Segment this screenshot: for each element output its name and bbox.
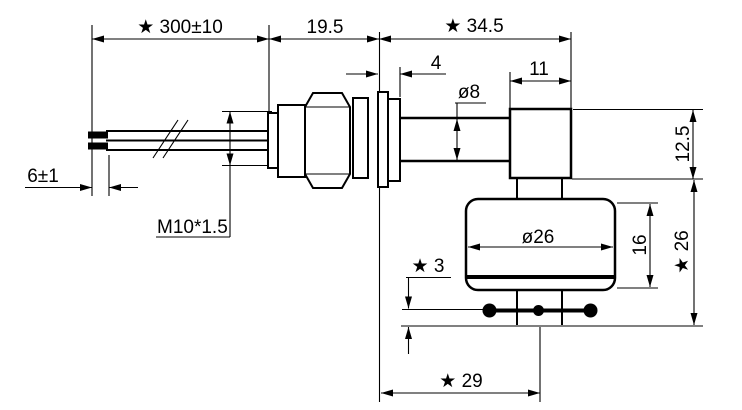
wire-entry-cap	[267, 112, 279, 169]
dim-wire-length: ★ 300±10	[137, 17, 223, 38]
dim-head-width: 11	[529, 59, 549, 80]
float-body	[464, 197, 617, 292]
cable-break-icon	[152, 119, 189, 159]
wire-bare-tips	[88, 131, 108, 150]
lower-stem	[516, 290, 563, 325]
dim-stem-length: ★ 34.5	[444, 16, 503, 37]
mount-flange	[377, 91, 389, 188]
threaded-body	[277, 104, 306, 178]
hex-nut	[304, 92, 351, 189]
dim-float-height: 16	[630, 234, 651, 255]
retaining-pin	[482, 303, 598, 318]
stem-tube	[400, 116, 510, 163]
thread-spec-label: M10*1.5	[157, 217, 228, 238]
dimension-lines	[25, 35, 698, 397]
dim-float-section-height: ★ 26	[672, 230, 693, 273]
dim-gland-length: 19.5	[307, 17, 344, 38]
dim-tube-diameter: ø8	[458, 82, 480, 103]
extension-lines	[91, 25, 703, 402]
dim-wire-tip-length: 6±1	[27, 166, 59, 187]
dim-pin-clearance: ★ 3	[412, 256, 445, 277]
dim-flange-width: 4	[431, 53, 442, 74]
dim-float-center-offset: ★ 29	[439, 371, 482, 392]
upper-stem	[516, 178, 563, 199]
head-block	[508, 107, 573, 180]
dim-float-diameter: ø26	[522, 227, 555, 248]
dim-head-height: 12.5	[673, 126, 694, 163]
washer	[352, 97, 369, 179]
collar	[387, 98, 401, 182]
cable	[106, 130, 268, 151]
